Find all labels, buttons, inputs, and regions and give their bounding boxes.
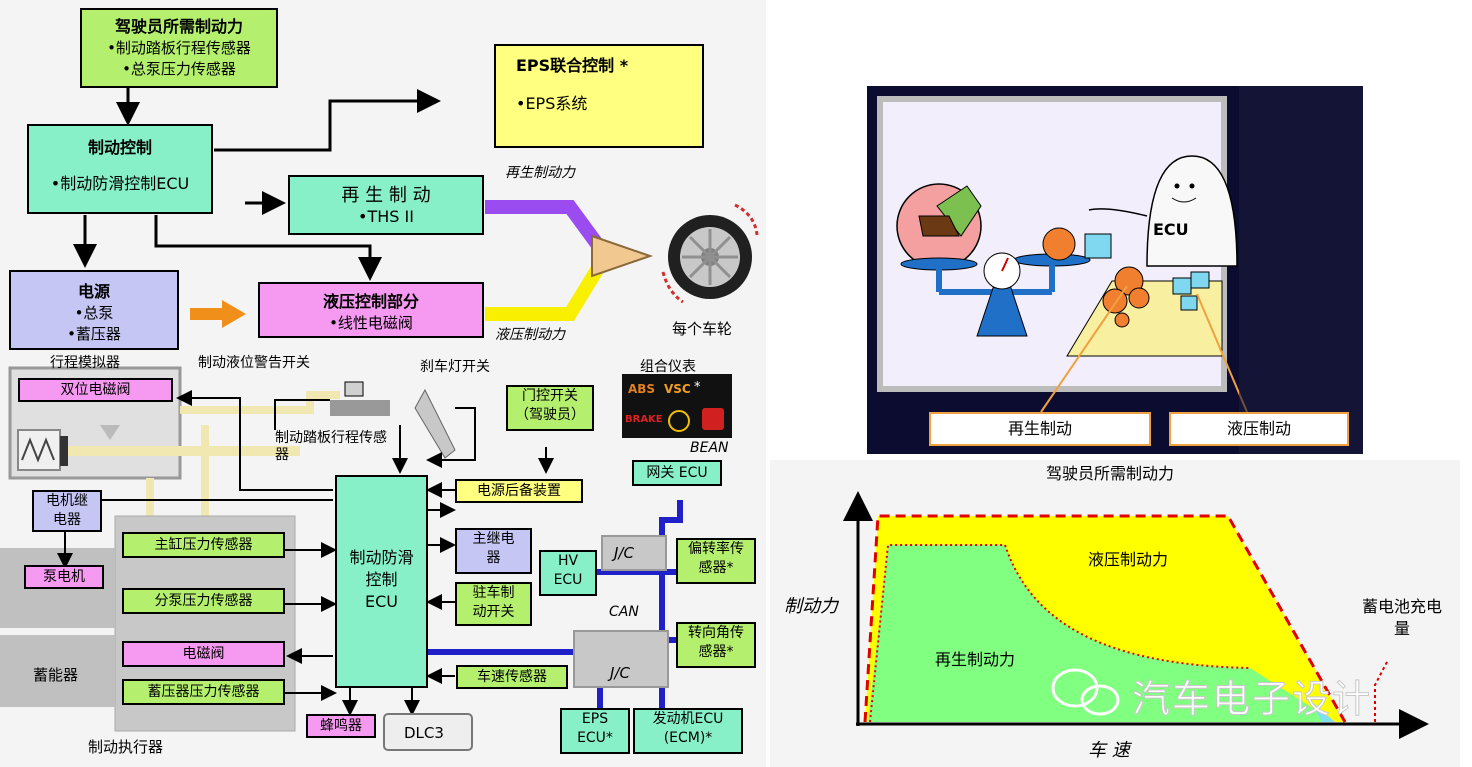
wheel-icon: [661, 203, 759, 304]
regen-box: 再 生 制 动 •THS II: [288, 175, 484, 235]
skid-control-ecu-box: 制动防滑 控制 ECU: [335, 475, 428, 688]
driver-demand-title: 驾驶员所需制动力: [114, 17, 243, 36]
gateway-ecu-box: 网关 ECU: [632, 460, 722, 486]
power-title: 电源: [77, 282, 110, 301]
watermark-text: 汽车电子设计: [1131, 677, 1373, 722]
chart-plot: [843, 491, 1429, 739]
hydraulic-box: 液压控制部分 •线性电磁阀: [258, 282, 484, 338]
jc-label: J/C: [610, 664, 630, 682]
eps-ecu-box: EPS ECU*: [560, 708, 630, 754]
yaw-sensor-box: 偏转率传 感器*: [676, 538, 756, 584]
acc-pressure-box: 蓄压器压力传感器: [122, 679, 285, 705]
regen-brake-label: 再生制动: [929, 412, 1151, 446]
hydraulic-brake-label: 液压制动: [1169, 412, 1349, 446]
hv-ecu-box: HV ECU: [539, 550, 597, 596]
accumulator-label: 蓄能器: [33, 666, 79, 684]
eps-item: •EPS系统: [516, 94, 588, 113]
abs-light: ABS: [628, 382, 656, 396]
motor-relay-box: 电机继 电器: [32, 490, 102, 532]
solenoid-box: 电磁阀: [122, 641, 285, 667]
buzzer-box: 蜂鸣器: [306, 714, 376, 738]
meter-star: *: [694, 380, 701, 395]
ecu-label: ECU: [1153, 220, 1189, 239]
hydraulic-dashed-outline: [863, 514, 1347, 723]
brake-control-item: •制动防滑控制ECU: [50, 174, 190, 193]
stroke-simulator-label: 行程模拟器: [50, 355, 120, 371]
regen-force-label-top: 再生制动力: [505, 165, 575, 181]
warning-circle-icon: [668, 410, 690, 432]
park-switch-box: 驻车制 动开关: [455, 582, 532, 626]
brake-control-title: 制动控制: [87, 138, 152, 157]
x-axis-label: 车 速: [1088, 740, 1130, 761]
power-item: •蓄压器: [67, 325, 121, 343]
driver-demand-item: •总泵压力传感器: [122, 60, 236, 78]
brake-control-box: 制动控制 •制动防滑控制ECU: [27, 124, 213, 214]
stop-lamp-label: 刹车灯开关: [420, 359, 490, 375]
two-way-valve-box: 双位电磁阀: [18, 378, 173, 402]
braking-force-chart: 驾驶员所需制动力 制动力 车 速 液压制动力 再生制动力 蓄电池充电量 汽车电子…: [770, 460, 1460, 767]
pump-motor-box: 泵电机: [24, 565, 104, 589]
can-label: CAN: [609, 604, 639, 620]
dlc3-label: DLC3: [404, 724, 444, 742]
power-backup-box: 电源后备装置: [455, 479, 583, 503]
wechat-icon: [1051, 668, 1120, 716]
brake-light: BRAKE: [625, 414, 663, 425]
power-item: •总泵: [74, 304, 114, 322]
skid-car-icon: [702, 408, 724, 430]
hydraulic-series-label: 液压制动力: [1088, 550, 1169, 569]
y-axis-label: 制动力: [784, 596, 838, 617]
actuator-label: 制动执行器: [88, 738, 164, 756]
engine-ecu-box: 发动机ECU (ECM)*: [633, 708, 743, 754]
driver-demand-box: 驾驶员所需制动力 •制动踏板行程传感器 •总泵压力传感器: [80, 8, 278, 88]
hydraulic-force-label: 液压制动力: [495, 327, 565, 343]
jc-label: J/C: [614, 544, 634, 562]
regen-series-label: 再生制动力: [935, 650, 1016, 669]
vsc-light: VSC: [664, 382, 691, 396]
regen-title: 再 生 制 动: [341, 185, 431, 206]
chart-title: 驾驶员所需制动力: [1046, 464, 1175, 483]
battery-charge-annotation: 蓄电池充电量: [1361, 597, 1442, 638]
steer-sensor-box: 转向角传 感器*: [676, 622, 756, 668]
left-diagram: 驾驶员所需制动力 •制动踏板行程传感器 •总泵压力传感器 制动控制 •制动防滑控…: [0, 0, 766, 767]
regen-area: [868, 545, 1335, 722]
scale-drawing: [896, 86, 1363, 454]
pedal-sensor-label: 制动踏板行程传感 器: [275, 430, 387, 463]
fluid-warning-label: 制动液位警告开关: [198, 355, 310, 371]
combo-meter-label: 组合仪表: [640, 359, 696, 375]
wheel-label: 每个车轮: [672, 320, 733, 338]
hydraulic-item: •线性电磁阀: [329, 314, 413, 332]
eps-box: EPS联合控制 * •EPS系统: [494, 44, 704, 148]
driver-demand-item: •制动踏板行程传感器: [107, 39, 251, 57]
wheel-pressure-box: 分泵压力传感器: [122, 588, 285, 614]
speed-sensor-box: 车速传感器: [456, 665, 568, 689]
meter-panel: ABS VSC * BRAKE: [622, 374, 732, 438]
door-switch-box: 门控开关 （驾驶员）: [506, 385, 594, 431]
scale-illustration: ECU 再生制动 液压制动: [867, 86, 1363, 454]
hydraulic-title: 液压控制部分: [322, 292, 419, 311]
bean-label: BEAN: [690, 440, 729, 456]
power-box: 电源 •总泵 •蓄压器: [9, 270, 179, 350]
master-pressure-box: 主缸压力传感器: [122, 532, 285, 558]
regen-item: •THS II: [358, 207, 414, 226]
eps-title: EPS联合控制 *: [516, 56, 629, 75]
main-relay-box: 主继电 器: [455, 528, 532, 574]
